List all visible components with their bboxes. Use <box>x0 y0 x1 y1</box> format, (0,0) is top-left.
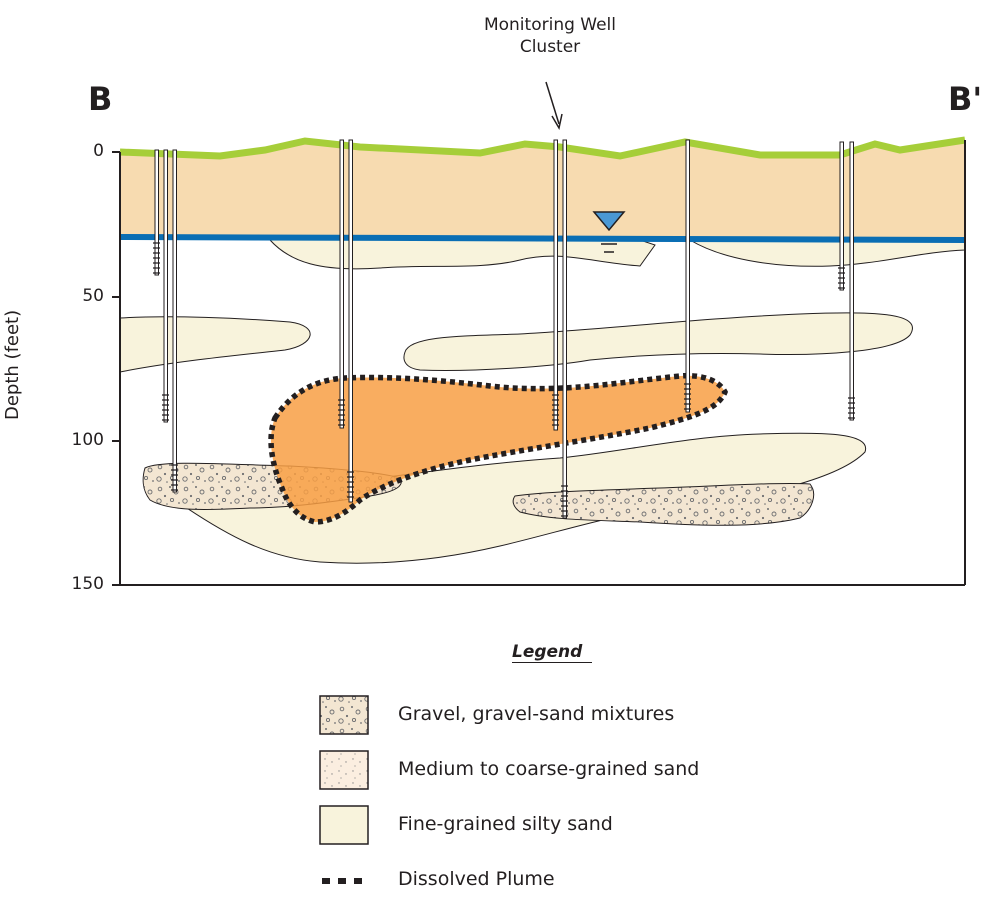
silty-sand-lens-upper <box>270 240 655 269</box>
legend-swatches <box>320 696 368 884</box>
callout-arrow <box>546 82 562 128</box>
depth-tick-label: 100 <box>44 430 104 450</box>
depth-axis-title: Depth (feet) <box>2 310 23 420</box>
legend-title: Legend <box>512 642 592 663</box>
well-cluster-callout: Monitoring Well Cluster <box>430 14 670 58</box>
callout-line-1: Monitoring Well <box>430 14 670 36</box>
legend-label-coarse-sand: Medium to coarse-grained sand <box>398 758 699 780</box>
silty-sand-lens-right-mid <box>404 313 913 371</box>
legend-swatch-gravel <box>320 696 368 734</box>
legend-swatch-silty-sand <box>320 806 368 844</box>
section-end-label: B' <box>948 80 982 118</box>
legend-label-silty-sand: Fine-grained silty sand <box>398 813 613 835</box>
depth-tick-label: 0 <box>44 141 104 161</box>
callout-line-2: Cluster <box>430 36 670 58</box>
section-start-label: B <box>88 80 112 118</box>
legend-swatch-coarse-sand <box>320 751 368 789</box>
legend-label-plume: Dissolved Plume <box>398 868 555 890</box>
depth-tick-label: 150 <box>44 574 104 594</box>
silty-sand-lens-right-upper <box>690 240 965 266</box>
silty-sand-lens-left-mid <box>120 317 310 372</box>
water-table-line <box>120 237 965 240</box>
legend-swatch-plume <box>322 878 362 884</box>
depth-tick-label: 50 <box>44 286 104 306</box>
legend-label-gravel: Gravel, gravel-sand mixtures <box>398 703 674 725</box>
